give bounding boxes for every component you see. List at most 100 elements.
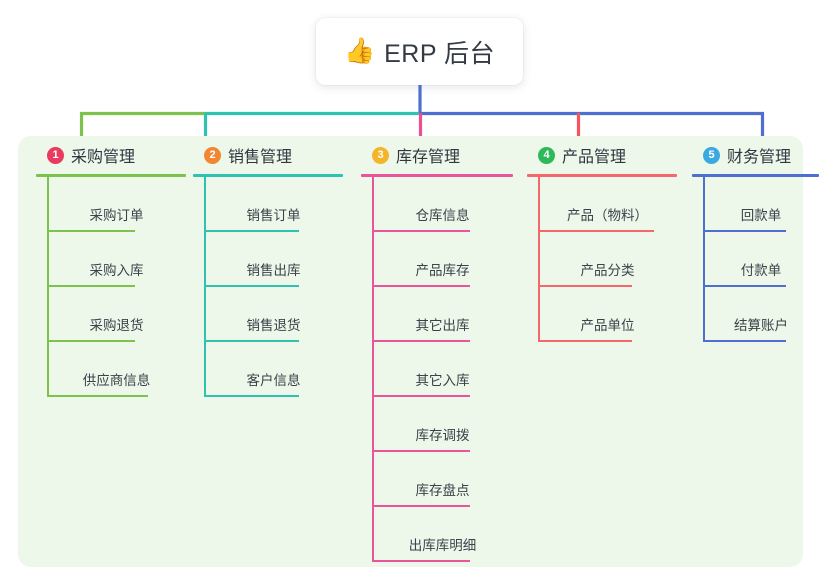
menu-item-label: 付款单	[740, 263, 782, 278]
menu-item[interactable]: 销售出库	[204, 232, 343, 287]
column-5: 5 财务管理回款单付款单结算账户	[692, 142, 819, 342]
menu-item[interactable]: 出库库明细	[372, 507, 513, 562]
column-header-4[interactable]: 4 产品管理	[527, 142, 677, 168]
menu-item-rule	[47, 285, 135, 287]
column-2: 2 销售管理销售订单销售出库销售退货客户信息	[193, 142, 343, 397]
menu-item-label: 库存调拨	[415, 428, 470, 443]
menu-item-label: 采购入库	[89, 263, 144, 278]
menu-item-rule	[703, 340, 786, 342]
menu-item[interactable]: 其它出库	[372, 287, 513, 342]
menu-item-rule	[47, 230, 135, 232]
menu-item[interactable]: 仓库信息	[372, 177, 513, 232]
column-title-3: 库存管理	[396, 149, 461, 166]
menu-item-rule	[372, 560, 470, 562]
column-3: 3 库存管理仓库信息产品库存其它出库其它入库库存调拨库存盘点出库库明细	[361, 142, 513, 562]
menu-item[interactable]: 库存调拨	[372, 397, 513, 452]
menu-item[interactable]: 其它入库	[372, 342, 513, 397]
column-items-4: 产品（物料） 产品分类产品单位	[527, 177, 677, 342]
menu-item-label: 其它入库	[415, 373, 470, 388]
menu-item[interactable]: 采购订单	[47, 177, 186, 232]
column-badge-icon-4: 4	[538, 146, 555, 164]
column-items-2: 销售订单销售出库销售退货客户信息	[193, 177, 343, 397]
column-header-1[interactable]: 1 采购管理	[36, 142, 186, 168]
column-badge-icon-2: 2	[204, 146, 221, 164]
column-spine-3	[372, 177, 374, 562]
menu-item-label: 销售订单	[246, 208, 301, 223]
menu-item-label: 回款单	[740, 208, 782, 223]
menu-item[interactable]: 产品单位	[538, 287, 677, 342]
menu-item-rule	[538, 285, 632, 287]
column-spine-4	[538, 177, 540, 342]
column-items-3: 仓库信息产品库存其它出库其它入库库存调拨库存盘点出库库明细	[361, 177, 513, 562]
menu-item-rule	[204, 285, 299, 287]
menu-item[interactable]: 客户信息	[204, 342, 343, 397]
column-spine-2	[204, 177, 206, 397]
menu-item-rule	[538, 340, 632, 342]
column-title-1: 采购管理	[71, 149, 136, 166]
column-header-rule-4	[527, 174, 677, 177]
menu-item[interactable]: 产品库存	[372, 232, 513, 287]
column-badge-icon-1: 1	[47, 146, 64, 164]
column-items-1: 采购订单采购入库采购退货供应商信息	[36, 177, 186, 397]
column-badge-icon-3: 3	[372, 146, 389, 164]
column-title-5: 财务管理	[727, 149, 792, 166]
menu-item-label: 采购订单	[89, 208, 144, 223]
menu-item-label: 客户信息	[246, 373, 301, 388]
menu-item-label: 产品库存	[415, 263, 470, 278]
menu-item-rule	[372, 230, 470, 232]
menu-item-label: 产品分类	[580, 263, 635, 278]
menu-item-label: 销售退货	[246, 318, 301, 333]
column-header-rule-3	[361, 174, 513, 177]
column-badge-icon-5: 5	[703, 146, 720, 164]
menu-item-label: 产品（物料）	[567, 208, 648, 223]
menu-item[interactable]: 回款单	[703, 177, 819, 232]
menu-item[interactable]: 结算账户	[703, 287, 819, 342]
menu-item-rule	[372, 450, 470, 452]
menu-item-label: 采购退货	[89, 318, 144, 333]
column-header-5[interactable]: 5 财务管理	[692, 142, 819, 168]
menu-item-label: 出库库明细	[408, 538, 477, 553]
menu-item-label: 仓库信息	[415, 208, 470, 223]
menu-item[interactable]: 库存盘点	[372, 452, 513, 507]
menu-item[interactable]: 产品（物料）	[538, 177, 677, 232]
menu-item[interactable]: 销售订单	[204, 177, 343, 232]
column-header-2[interactable]: 2 销售管理	[193, 142, 343, 168]
column-title-4: 产品管理	[562, 149, 627, 166]
thumbs-up-icon: 👍	[343, 37, 376, 65]
column-title-2: 销售管理	[228, 149, 293, 166]
menu-item[interactable]: 供应商信息	[47, 342, 186, 397]
column-spine-1	[47, 177, 49, 397]
menu-item-label: 产品单位	[580, 318, 635, 333]
menu-item[interactable]: 销售退货	[204, 287, 343, 342]
menu-item-label: 供应商信息	[82, 373, 151, 388]
menu-item-label: 销售出库	[246, 263, 301, 278]
menu-item-rule	[204, 230, 299, 232]
column-spine-5	[703, 177, 705, 342]
menu-item[interactable]: 付款单	[703, 232, 819, 287]
menu-item-rule	[204, 395, 299, 397]
column-header-rule-5	[692, 174, 819, 177]
menu-item-rule	[372, 395, 470, 397]
diagram-panel	[18, 136, 803, 567]
menu-item-rule	[703, 230, 786, 232]
menu-item-rule	[47, 340, 135, 342]
root-node-card: 👍 ERP 后台	[316, 18, 523, 85]
menu-item[interactable]: 采购退货	[47, 287, 186, 342]
root-title: ERP 后台	[384, 39, 496, 68]
menu-item-label: 其它出库	[415, 318, 470, 333]
column-header-rule-1	[36, 174, 186, 177]
menu-item[interactable]: 产品分类	[538, 232, 677, 287]
menu-item-rule	[372, 505, 470, 507]
menu-item-rule	[204, 340, 299, 342]
column-header-3[interactable]: 3 库存管理	[361, 142, 513, 168]
column-items-5: 回款单付款单结算账户	[692, 177, 819, 342]
menu-item-rule	[372, 285, 470, 287]
column-header-rule-2	[193, 174, 343, 177]
menu-item-label: 库存盘点	[415, 483, 470, 498]
menu-item-rule	[47, 395, 148, 397]
menu-item-label: 结算账户	[734, 318, 788, 333]
menu-item-rule	[538, 230, 654, 232]
menu-item-rule	[372, 340, 470, 342]
menu-item[interactable]: 采购入库	[47, 232, 186, 287]
menu-item-rule	[703, 285, 786, 287]
